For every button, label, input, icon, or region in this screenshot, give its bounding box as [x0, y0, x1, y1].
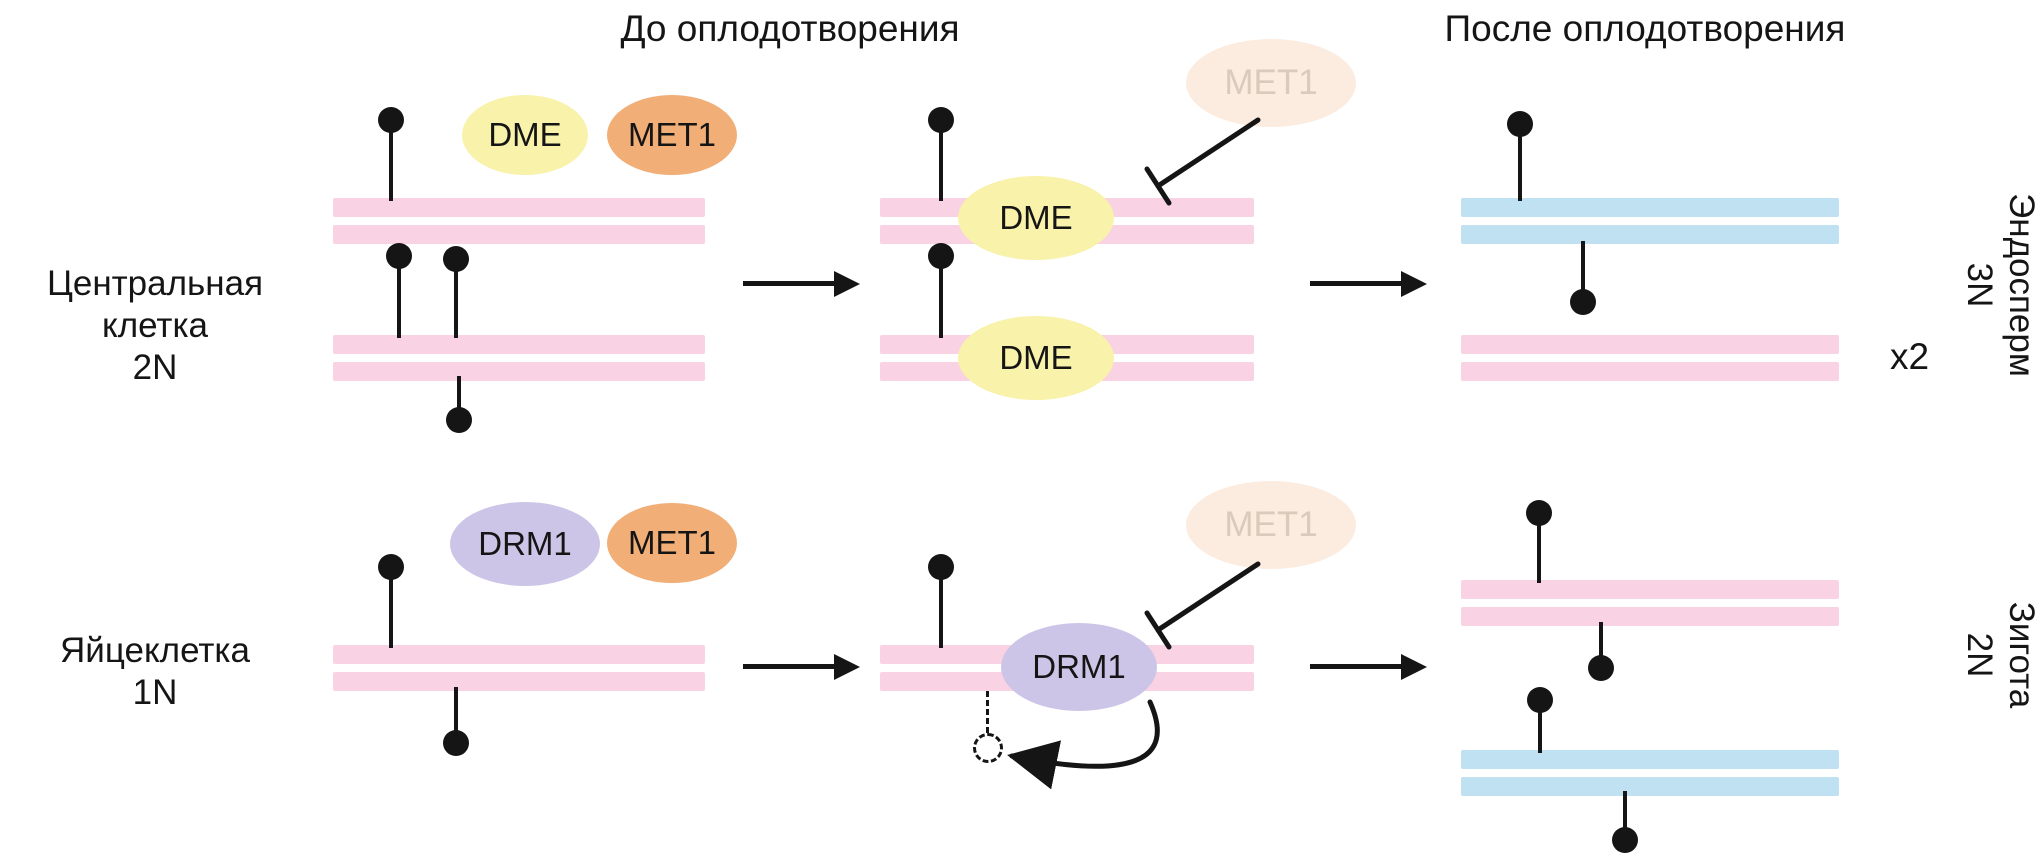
- dna-zygote-paternal: [1461, 750, 1839, 796]
- enzyme-drm1-oval: DRM1: [1001, 623, 1157, 711]
- methylation-mark: [386, 243, 412, 338]
- methyl-stem: [454, 258, 458, 338]
- arrow-shaft: [1310, 281, 1409, 286]
- methylation-mark: [443, 246, 469, 338]
- label-egg-cell: Яйцеклетка 1N: [20, 630, 290, 714]
- dna-strand: [333, 645, 705, 664]
- enzyme-met1-inactive-oval: MET1: [1186, 481, 1356, 569]
- methyl-stem: [397, 255, 401, 338]
- methyl-stem: [939, 119, 943, 201]
- met1-inhibition-icon: [1144, 117, 1261, 206]
- title-after-fertilization: После оплодотворения: [1444, 8, 1846, 49]
- enzyme-dme-oval: DME: [958, 316, 1114, 400]
- methylation-mark: [928, 107, 954, 201]
- dna-egg-cell: [333, 645, 705, 691]
- dna-strand: [333, 672, 705, 691]
- dna-strand: [1461, 335, 1839, 354]
- methyl-stem: [939, 255, 943, 338]
- dna-zygote-maternal: [1461, 580, 1839, 626]
- dna-central-cell-chrom2: [333, 335, 705, 381]
- methyl-stem: [454, 687, 458, 744]
- methyl-stem: [1623, 791, 1627, 841]
- endosperm-ploidy: 3N: [1960, 262, 1999, 308]
- transition-arrow: [1310, 654, 1427, 680]
- methylation-mark: [1507, 111, 1533, 201]
- label-endosperm: Эндосперм 3N: [1958, 165, 2042, 405]
- methyl-stem: [389, 566, 393, 648]
- new-methylation-stem: [986, 691, 989, 733]
- dna-central-cell-chrom1: [333, 198, 705, 244]
- methyl-stem: [457, 376, 461, 421]
- dna-strand: [1461, 750, 1839, 769]
- zygote-ploidy: 2N: [1960, 632, 1999, 678]
- de-novo-methylation-arrow: [1007, 699, 1160, 790]
- dna-strand: [333, 362, 705, 381]
- dna-strand: [1461, 362, 1839, 381]
- enzyme-met1-inactive-oval: MET1: [1186, 39, 1356, 127]
- dna-strand: [1461, 225, 1839, 244]
- label-zygote: Зигота 2N: [1958, 535, 2042, 775]
- dna-strand: [333, 198, 705, 217]
- methylation-mark: [1570, 241, 1596, 315]
- methyl-stem: [1599, 622, 1603, 669]
- arrow-shaft: [1310, 664, 1409, 669]
- methylation-mark: [443, 687, 469, 756]
- methylation-mark: [928, 243, 954, 338]
- transition-arrow: [1310, 271, 1427, 297]
- egg-cell-ploidy: 1N: [132, 673, 178, 712]
- methyl-stem: [389, 119, 393, 201]
- enzyme-dme-oval: DME: [958, 176, 1114, 260]
- endosperm-name: Эндосперм: [2002, 193, 2041, 377]
- transition-arrow: [743, 271, 860, 297]
- arrow-shaft: [743, 281, 842, 286]
- methyl-stem: [1518, 123, 1522, 201]
- methylation-mark: [1527, 687, 1553, 753]
- arrow-head: [834, 654, 860, 680]
- dna-strand: [1461, 198, 1839, 217]
- multiplier-label: x2: [1890, 336, 1930, 377]
- methyl-stem: [939, 566, 943, 648]
- met1-inhibition-icon: [1144, 561, 1261, 650]
- methylation-mark: [1612, 791, 1638, 853]
- dna-endosperm-maternal: [1461, 335, 1839, 381]
- central-cell-name: Центральная: [46, 264, 264, 303]
- methylation-mark: [378, 554, 404, 648]
- methylation-mark: [446, 376, 472, 433]
- arrow-head: [1401, 654, 1427, 680]
- methylation-mark: [928, 554, 954, 648]
- enzyme-met1-oval: MET1: [607, 95, 737, 175]
- zygote-name: Зигота: [2002, 601, 2041, 709]
- arrow-shaft: [743, 664, 842, 669]
- transition-arrow: [743, 654, 860, 680]
- dna-strand: [1461, 580, 1839, 599]
- enzyme-dme-oval: DME: [462, 95, 588, 175]
- central-cell-ploidy: 2N: [132, 348, 178, 387]
- methyl-stem: [1537, 512, 1541, 583]
- label-central-cell: Центральная клетка 2N: [20, 263, 290, 389]
- central-cell-type: клетка: [101, 306, 208, 345]
- dna-strand: [333, 225, 705, 244]
- egg-cell-name: Яйцеклетка: [60, 631, 250, 670]
- methyl-stem: [1581, 241, 1585, 303]
- arrow-head: [1401, 271, 1427, 297]
- arrow-head: [834, 271, 860, 297]
- dna-strand: [333, 335, 705, 354]
- dna-endosperm-paternal: [1461, 198, 1839, 244]
- enzyme-drm1-oval: DRM1: [450, 502, 600, 586]
- title-before-fertilization: До оплодотворения: [620, 8, 960, 49]
- dna-strand: [1461, 607, 1839, 626]
- methylation-mark: [378, 107, 404, 201]
- enzyme-met1-oval: MET1: [607, 503, 737, 583]
- dna-strand: [1461, 777, 1839, 796]
- methyl-stem: [1538, 699, 1542, 753]
- methylation-mark: [1526, 500, 1552, 583]
- methylation-mark: [1588, 622, 1614, 681]
- new-methylation-site: [973, 733, 1003, 763]
